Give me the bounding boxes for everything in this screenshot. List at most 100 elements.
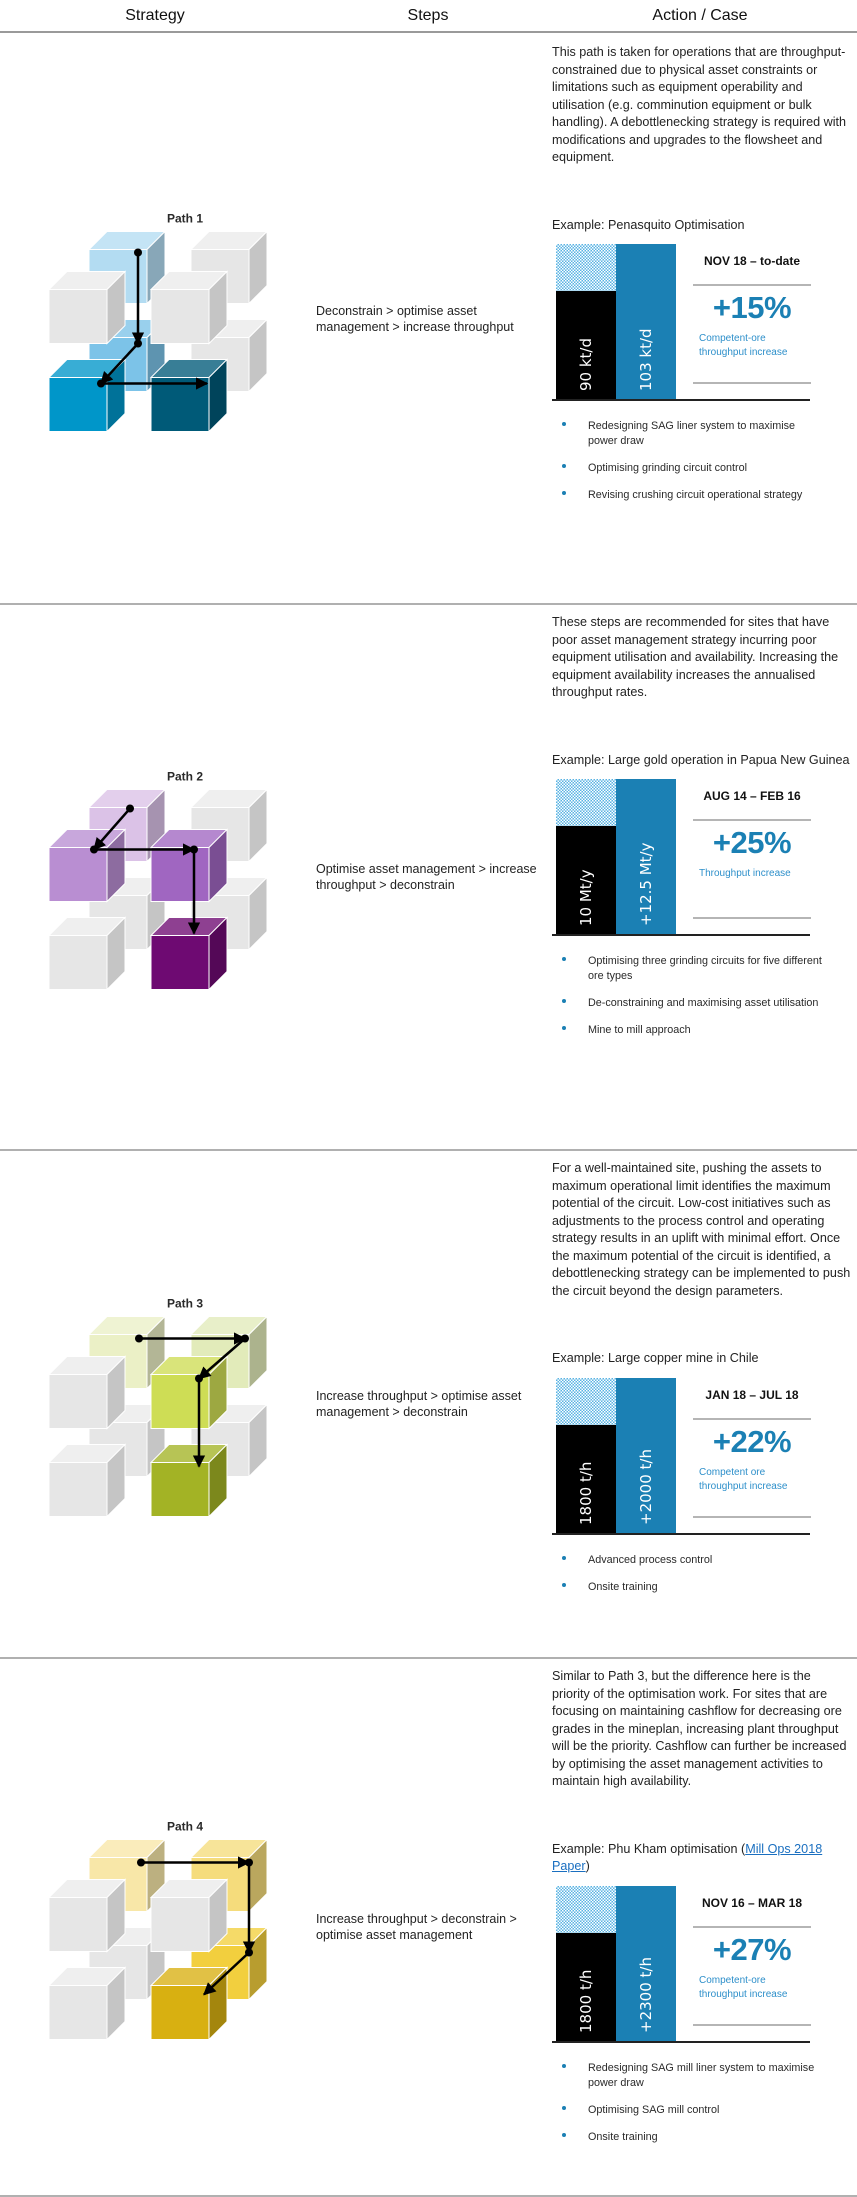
period: NOV 16 – MAR 18 — [701, 1895, 803, 1910]
metric-card: 1800 t/h +2000 t/h JAN 18 – JUL 18 +22% … — [552, 1377, 811, 1535]
action-item-text: Onsite training — [588, 1580, 658, 1593]
hatched-gap — [556, 244, 616, 291]
action-list: Redesigning SAG liner system to maximise… — [552, 419, 852, 503]
action-item-text: Optimising SAG mill control — [588, 2103, 720, 2116]
action-case: For a well-maintained site, pushing the … — [552, 1160, 852, 1607]
cube-front — [150, 377, 210, 432]
example-line: Example: Phu Kham optimisation (Mill Ops… — [552, 1841, 852, 1876]
cube-front — [48, 935, 108, 990]
improved-value: +2000 t/h — [637, 1448, 655, 1525]
bullet-icon — [562, 957, 566, 961]
path-node-dot — [126, 804, 134, 813]
path-label: Path 3 — [167, 1297, 203, 1311]
improved-bar: +2000 t/h — [616, 1377, 676, 1533]
metric-card: 90 kt/d 103 kt/d NOV 18 – to-date +15% C… — [552, 244, 811, 401]
period: NOV 18 – to-date — [703, 254, 801, 268]
bullet-icon — [562, 999, 566, 1003]
path-section-3: Path 3 Increase throughput > optimise as… — [0, 1151, 857, 1659]
highlighted-cube — [149, 916, 229, 991]
cube-grid — [47, 1838, 269, 2041]
cube-front — [48, 289, 108, 344]
baseline-bar: 1800 t/h — [556, 1885, 616, 2041]
cube-front — [48, 1897, 108, 1952]
steps-text: Increase throughput > optimise asset man… — [316, 1389, 522, 1419]
bullet-icon — [562, 2063, 566, 2068]
path-arrows — [97, 248, 209, 390]
action-list: Optimising three grinding circuits for f… — [552, 954, 852, 1038]
cube-front — [150, 935, 210, 990]
divider — [693, 382, 811, 384]
highlighted-cube — [149, 1355, 229, 1430]
improved-bar: +12.5 Mt/y — [616, 779, 676, 934]
improved-bar: 103 kt/d — [616, 244, 676, 399]
divider — [693, 2023, 811, 2026]
path-node-dot — [245, 1858, 253, 1867]
gain-percent: +15% — [712, 290, 792, 325]
table-header: Strategy Steps Action / Case — [0, 0, 857, 33]
divider — [693, 284, 811, 286]
action-item-text: Revising crushing circuit operational st… — [588, 489, 803, 501]
cube-front — [48, 847, 108, 902]
gain-caption: Competent-ore throughput increase — [699, 333, 788, 358]
cube-path-illustration: Path 3 — [47, 1297, 269, 1518]
cube — [47, 1443, 127, 1518]
arrow-segment — [100, 342, 139, 385]
arrow-segment — [203, 1951, 250, 1996]
bullet-icon — [562, 1026, 566, 1030]
path-node-dot — [190, 845, 198, 854]
path-arrows — [90, 804, 201, 935]
action-item-text: Redesigning SAG mill liner system to max… — [588, 2061, 815, 2089]
highlighted-cube — [47, 358, 127, 433]
cube — [47, 916, 127, 991]
cube-front — [48, 377, 108, 432]
path-label: Path 4 — [167, 1820, 203, 1834]
baseline-fill: 1800 t/h — [556, 1932, 616, 2041]
divider — [693, 1417, 811, 1420]
cube-grid — [47, 230, 269, 433]
hatched-gap — [556, 779, 616, 826]
cube-front — [48, 1462, 108, 1517]
cube — [47, 1966, 127, 2041]
highlighted-cube — [149, 1966, 229, 2041]
bullet-icon — [562, 1582, 566, 1587]
cube-front — [48, 1985, 108, 2040]
action-item: Onsite training — [552, 1580, 822, 1595]
action-item-text: Advanced process control — [588, 1553, 713, 1566]
example-text: Example: Large gold operation in Papua N… — [552, 752, 850, 767]
path-section-4: Path 4 Increase throughput > deconstrain… — [0, 1659, 857, 2197]
cube-front — [150, 1462, 210, 1517]
cube — [47, 1878, 127, 1953]
gain-caption: Throughput increase — [699, 868, 791, 879]
action-item-text: Mine to mill approach — [588, 1024, 691, 1036]
cube-front — [150, 847, 210, 902]
description: These steps are recommended for sites th… — [552, 615, 839, 699]
cube-grid — [47, 788, 269, 991]
action-list: Redesigning SAG mill liner system to max… — [552, 2061, 852, 2145]
action-item: Optimising SAG mill control — [552, 2103, 822, 2118]
path-label: Path 2 — [167, 770, 203, 784]
action-item: De-constraining and maximising asset uti… — [552, 996, 822, 1011]
improved-value: +12.5 Mt/y — [637, 842, 655, 927]
highlighted-cube — [149, 358, 229, 433]
bullet-icon — [562, 464, 566, 468]
steps-text: Increase throughput > deconstrain > opti… — [316, 1912, 517, 1942]
improved-value: 103 kt/d — [637, 328, 655, 391]
paper-link[interactable]: Mill Ops 2018 Paper — [552, 1841, 823, 1874]
action-item-text: Optimising grinding circuit control — [588, 462, 748, 474]
action-item: Revising crushing circuit operational st… — [552, 488, 822, 503]
hatched-gap — [556, 1885, 616, 1933]
bullet-icon — [562, 422, 566, 426]
action-case: Similar to Path 3, but the difference he… — [552, 1668, 852, 2157]
improved-bar: +2300 t/h — [616, 1885, 676, 2041]
cube-grid — [47, 1315, 269, 1518]
cube-front — [150, 1374, 210, 1429]
highlighted-cube — [149, 1443, 229, 1518]
cube-path-illustration: Path 4 — [47, 1820, 269, 2041]
metric-card: 10 Mt/y +12.5 Mt/y AUG 14 – FEB 16 +25% … — [552, 779, 811, 936]
action-item: Optimising grinding circuit control — [552, 461, 822, 476]
path-node-dot — [245, 1948, 253, 1957]
bullet-icon — [562, 491, 566, 495]
path-section-2: Path 2 Optimise asset management > incre… — [0, 605, 857, 1151]
baseline-bar: 90 kt/d — [556, 244, 616, 399]
arrow-segment — [198, 1337, 246, 1380]
